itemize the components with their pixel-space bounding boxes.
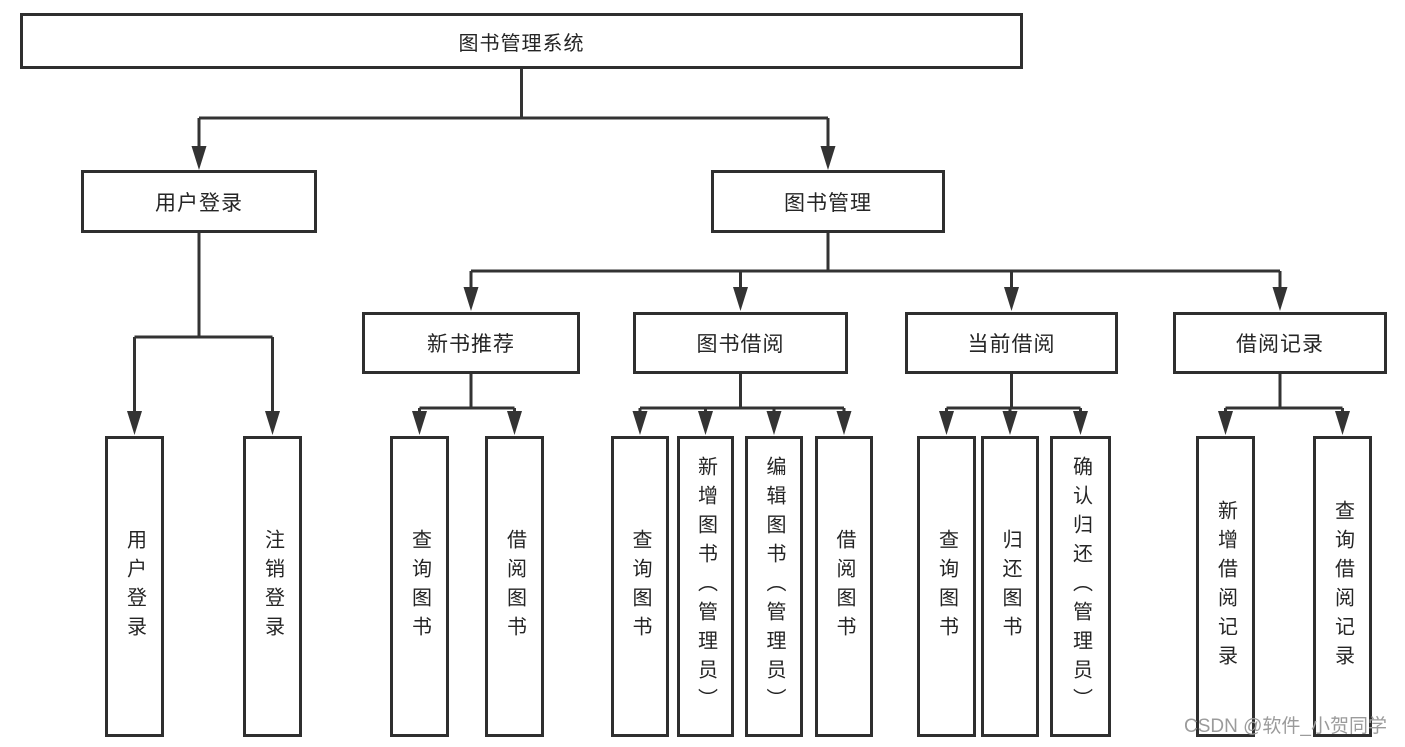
- node-leaf-label: 借阅图书: [833, 528, 855, 645]
- node-leaf-query-books-1: 查询图书: [390, 436, 449, 737]
- connector-new-book-to-leaves: [418, 374, 516, 413]
- node-user-login-label: 用户登录: [155, 191, 243, 215]
- node-leaf-label: 新增图书（管理员）: [694, 456, 717, 717]
- node-leaf-add-borrow-record: 新增借阅记录: [1196, 436, 1255, 737]
- connector-borrow-records-to-leaves: [1224, 374, 1344, 413]
- node-book-borrow-label: 图书借阅: [696, 333, 785, 356]
- node-leaf-borrow-books-2: 借阅图书: [815, 436, 873, 737]
- node-current-borrow-label: 当前借阅: [967, 333, 1056, 356]
- node-book-management-label: 图书管理: [784, 191, 872, 215]
- node-new-book-recommend: 新书推荐: [362, 312, 580, 374]
- node-leaf-label: 用户登录: [123, 528, 146, 645]
- arrow-down-icon: [766, 411, 782, 435]
- node-leaf-borrow-books-1: 借阅图书: [485, 436, 544, 737]
- node-leaf-confirm-return-admin: 确认归还（管理员）: [1050, 436, 1111, 737]
- arrow-down-icon: [733, 287, 748, 311]
- node-borrow-records: 借阅记录: [1173, 312, 1387, 374]
- connector-lines: [133, 69, 1344, 413]
- node-leaf-label: 查询借阅记录: [1331, 499, 1354, 674]
- node-leaf-label: 确认归还（管理员）: [1069, 456, 1092, 717]
- arrow-down-icon: [836, 411, 852, 435]
- node-leaf-return-books: 归还图书: [981, 436, 1039, 737]
- node-leaf-query-books-2: 查询图书: [611, 436, 669, 737]
- arrow-down-icon: [1002, 411, 1018, 435]
- arrow-down-icon: [1335, 411, 1350, 435]
- node-leaf-label: 注销登录: [261, 528, 284, 645]
- connector-book-borrow-to-leaves: [638, 374, 846, 413]
- node-leaf-logout: 注销登录: [243, 436, 302, 737]
- node-leaf-label: 查询图书: [935, 528, 958, 645]
- node-leaf-user-login: 用户登录: [105, 436, 164, 737]
- node-book-borrow: 图书借阅: [633, 312, 848, 374]
- arrow-down-icon: [265, 411, 280, 435]
- node-leaf-label: 查询图书: [629, 528, 651, 645]
- arrow-down-icon: [1272, 287, 1288, 311]
- connector-current-borrow-to-leaves: [945, 374, 1082, 413]
- node-borrow-records-label: 借阅记录: [1236, 333, 1324, 356]
- node-new-book-recommend-label: 新书推荐: [427, 333, 515, 356]
- node-leaf-label: 编辑图书（管理员）: [763, 456, 785, 717]
- arrow-down-icon: [463, 287, 479, 311]
- connector-book-mgmt-to-level3: [469, 233, 1282, 289]
- node-current-borrow: 当前借阅: [905, 312, 1118, 374]
- arrow-down-icon: [820, 146, 836, 170]
- node-user-login: 用户登录: [81, 170, 317, 233]
- node-leaf-label: 归还图书: [999, 528, 1021, 645]
- node-leaf-edit-books-admin: 编辑图书（管理员）: [745, 436, 803, 737]
- node-root: 图书管理系统: [20, 13, 1023, 69]
- arrow-down-icon: [1004, 287, 1019, 311]
- connector-user-login-to-leaves: [133, 233, 274, 413]
- node-root-label: 图书管理系统: [458, 32, 585, 55]
- arrow-down-icon: [1218, 411, 1233, 435]
- node-book-management: 图书管理: [711, 170, 945, 233]
- connector-root-to-level2: [197, 69, 830, 148]
- node-leaf-label: 借阅图书: [503, 528, 526, 645]
- node-leaf-label: 新增借阅记录: [1214, 499, 1237, 674]
- arrow-down-icon: [191, 146, 207, 170]
- arrowheads: [127, 146, 1350, 435]
- node-leaf-query-borrow-record: 查询借阅记录: [1313, 436, 1372, 737]
- arrow-down-icon: [698, 411, 713, 435]
- arrow-down-icon: [507, 411, 522, 435]
- node-leaf-label: 查询图书: [408, 528, 431, 645]
- arrow-down-icon: [1073, 411, 1088, 435]
- node-leaf-query-books-3: 查询图书: [917, 436, 976, 737]
- csdn-watermark: CSDN @软件_小贺同学: [1184, 716, 1387, 737]
- arrow-down-icon: [939, 411, 954, 435]
- node-leaf-add-books-admin: 新增图书（管理员）: [677, 436, 734, 737]
- arrow-down-icon: [127, 411, 142, 435]
- arrow-down-icon: [412, 411, 427, 435]
- arrow-down-icon: [632, 411, 648, 435]
